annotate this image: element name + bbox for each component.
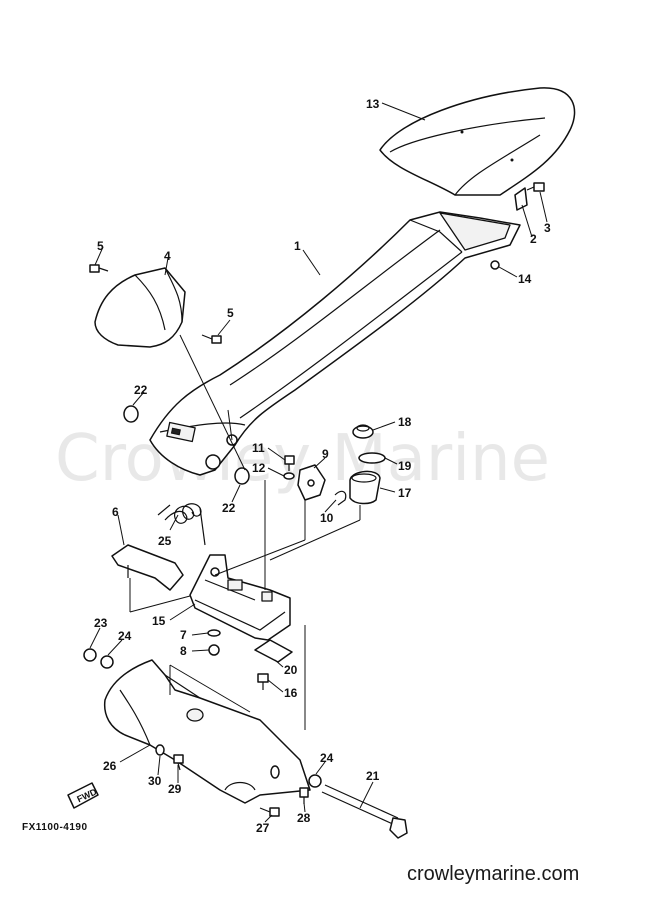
callout-17: 17	[398, 486, 412, 500]
callout-11: 11	[252, 441, 265, 455]
callout-16: 16	[284, 686, 298, 700]
part-boot-17[interactable]	[349, 470, 381, 505]
part-screw-29[interactable]	[173, 754, 184, 771]
callout-3: 3	[544, 221, 551, 235]
part-handle-pole[interactable]	[149, 211, 521, 476]
part-spring[interactable]	[157, 503, 206, 546]
part-bolt-27[interactable]	[259, 807, 280, 817]
part-bolt-28[interactable]	[299, 787, 309, 804]
part-bolt-3[interactable]	[526, 182, 545, 192]
part-screw-5-lower[interactable]	[201, 334, 222, 344]
callout-23: 23	[94, 616, 108, 630]
callout-15: 15	[152, 614, 166, 628]
callout-6: 6	[112, 505, 119, 519]
callout-13: 13	[366, 97, 380, 111]
part-bracket[interactable]	[514, 187, 528, 211]
callout-5-upper: 5	[97, 239, 104, 253]
part-bushing-22-lower[interactable]	[234, 467, 250, 485]
callout-9: 9	[322, 447, 329, 461]
part-grommet-18[interactable]	[352, 424, 374, 439]
callout-12: 12	[252, 461, 266, 475]
callout-28: 28	[297, 811, 311, 825]
part-grommet-30[interactable]	[155, 744, 165, 756]
callout-26: 26	[103, 759, 117, 773]
callout-7: 7	[180, 628, 187, 642]
part-nut-23[interactable]	[83, 648, 97, 662]
part-front-cover[interactable]	[94, 267, 186, 348]
leader-lines	[89, 102, 548, 823]
part-nut-24-left[interactable]	[100, 655, 114, 669]
part-bushing-lower[interactable]	[270, 765, 280, 779]
part-clip-10[interactable]	[334, 490, 347, 506]
part-bolt-16[interactable]	[257, 673, 269, 690]
callout-20: 20	[284, 663, 298, 677]
callout-21: 21	[366, 769, 380, 783]
callout-labels: 13 3 2 5 4 1 14 5 22 18 11 9 19 12 17 22…	[94, 97, 551, 835]
part-lower-housing[interactable]	[103, 659, 311, 804]
callout-14: 14	[518, 272, 532, 286]
part-long-bolt-21[interactable]	[321, 784, 408, 839]
callout-25: 25	[158, 534, 172, 548]
part-nut-8[interactable]	[208, 644, 220, 656]
part-plate[interactable]	[111, 544, 184, 591]
callout-29: 29	[168, 782, 182, 796]
callout-27: 27	[256, 821, 270, 835]
callout-2: 2	[530, 232, 537, 246]
callout-22-lower: 22	[222, 501, 236, 515]
fwd-badge: FWD	[67, 782, 99, 809]
callout-24-left: 24	[118, 629, 132, 643]
callout-19: 19	[398, 459, 412, 473]
part-pivot-base[interactable]	[189, 554, 291, 641]
callout-10: 10	[320, 511, 334, 525]
part-nut-14[interactable]	[490, 260, 500, 270]
callout-30: 30	[148, 774, 162, 788]
part-bushing-22-upper[interactable]	[123, 405, 139, 423]
callout-5-lower: 5	[227, 306, 234, 320]
part-nut-24-right[interactable]	[308, 774, 322, 788]
callout-8: 8	[180, 644, 187, 658]
website-link[interactable]: crowleymarine.com	[407, 863, 579, 885]
callout-24-right: 24	[320, 751, 334, 765]
part-seat[interactable]	[379, 87, 576, 196]
part-washer-7[interactable]	[207, 629, 221, 637]
callout-22-upper: 22	[134, 383, 148, 397]
drawing-code: FX1100-4190	[22, 822, 88, 833]
part-plate-20[interactable]	[254, 639, 293, 663]
part-screw-5-upper[interactable]	[89, 264, 109, 273]
callout-18: 18	[398, 415, 412, 429]
part-ring-19[interactable]	[358, 452, 386, 464]
callout-1: 1	[294, 239, 301, 253]
part-washer-12[interactable]	[283, 472, 295, 480]
callout-4: 4	[164, 249, 171, 263]
part-clamp-9[interactable]	[297, 464, 326, 501]
